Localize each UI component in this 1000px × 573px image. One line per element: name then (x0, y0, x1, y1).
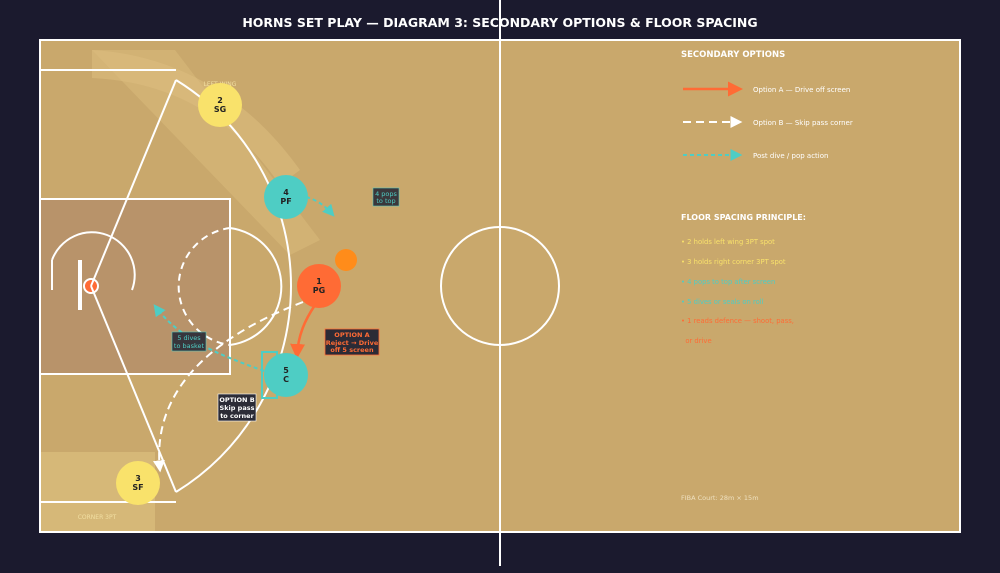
pops-line-2: to top (376, 197, 395, 205)
legend-heading: SECONDARY OPTIONS (681, 50, 785, 60)
player-4-number: 4 (283, 188, 289, 197)
corner-label: CORNER 3PT (78, 514, 117, 521)
three-point-arc (175, 79, 292, 493)
free-throw-circle-top (229, 227, 283, 346)
court-dimensions-note: FIBA Court: 28m × 15m (681, 494, 759, 502)
dives-line-1: 5 dives (177, 334, 201, 342)
option-b-line-2: Skip pass (220, 404, 255, 412)
option-b-annotation: OPTION B Skip pass to corner (217, 393, 257, 422)
option-b-line-1: OPTION B (219, 396, 254, 404)
pops-annotation: 4 pops to top (372, 187, 400, 207)
center-circle (440, 226, 560, 346)
principle-heading: FLOOR SPACING PRINCIPLE: (681, 213, 806, 222)
option-a-line-1: OPTION A (334, 331, 369, 339)
pops-line-1: 4 pops (375, 190, 397, 198)
option-a-annotation: OPTION A Reject → Drive off 5 screen (324, 328, 380, 356)
player-5-number: 5 (283, 366, 289, 375)
option-a-line-2: Reject → Drive (326, 339, 379, 347)
player-4-position: PF (280, 197, 291, 206)
player-3-number: 3 (135, 474, 141, 483)
option-b-line-3: to corner (220, 412, 254, 420)
player-5-position: C (283, 375, 289, 384)
player-4-pf[interactable]: 4 PF (264, 175, 308, 219)
left-wing-band (92, 50, 300, 185)
option-a-line (290, 304, 317, 359)
principle-line-1: • 2 holds left wing 3PT spot (681, 238, 775, 246)
player-1-position: PG (313, 286, 325, 295)
dives-line-2: to basket (174, 342, 205, 350)
principle-line-3: • 4 pops to top after screen (681, 278, 775, 286)
basketball (335, 249, 357, 271)
sideline-diagonal-bottom (90, 285, 177, 493)
player-2-number: 2 (217, 96, 223, 105)
option-a-line-3: off 5 screen (330, 346, 374, 354)
legend-option-b-label: Option B — Skip pass corner (753, 119, 853, 127)
principle-line-5: • 1 reads defence — shoot, pass, (681, 317, 794, 325)
free-throw-circle-inner (177, 227, 231, 346)
player-1-pg[interactable]: 1 PG (297, 264, 341, 308)
principle-line-4: • 5 dives or seals on roll (681, 298, 764, 306)
player-3-position: SF (132, 483, 143, 492)
player-2-sg[interactable]: 2 SG (198, 83, 242, 127)
player-1-number: 1 (316, 277, 322, 286)
option-b-line (152, 301, 304, 473)
left-wing-zone (92, 50, 320, 255)
restricted-arc (51, 231, 136, 291)
sideline-diagonal-top (90, 79, 177, 287)
legend-option-a-label: Option A — Drive off screen (753, 86, 850, 94)
legend-dive-label: Post dive / pop action (753, 152, 828, 160)
principle-line-2: • 3 holds right corner 3PT spot (681, 258, 786, 266)
pop-action-line (305, 196, 335, 217)
player-5-c[interactable]: 5 C (264, 353, 308, 397)
player-3-sf[interactable]: 3 SF (116, 461, 160, 505)
player-2-position: SG (214, 105, 226, 114)
dives-annotation: 5 dives to basket (171, 331, 207, 352)
principle-line-6: or drive (681, 337, 712, 345)
